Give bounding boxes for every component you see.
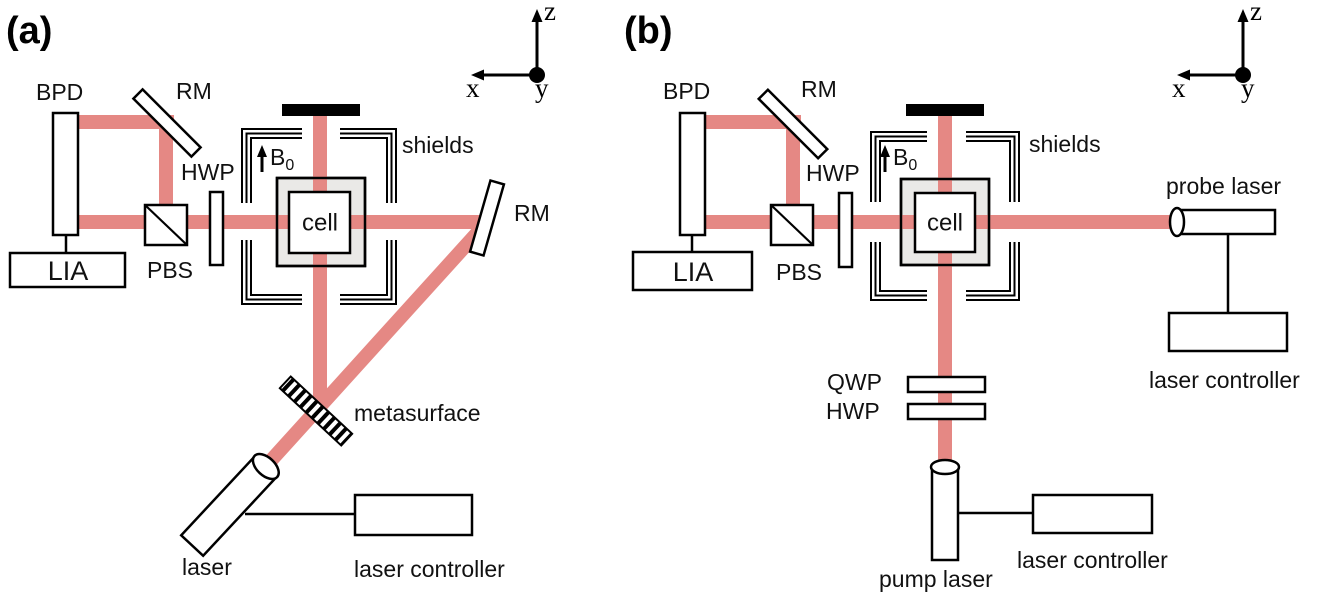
beam-dump-b [906, 104, 984, 116]
y-axis-dot-a [529, 67, 545, 83]
laser-label-a: laser [182, 554, 232, 580]
beam-probe-a [78, 215, 486, 229]
hwp-plate-b [837, 191, 854, 269]
lia-label-a: LIA [47, 255, 89, 286]
probe-laser-tube-b [1168, 206, 1277, 238]
shield-corner-br-a [340, 240, 397, 305]
pbs-b [769, 203, 815, 247]
cell-outer-border-b [899, 177, 991, 267]
z-axis-arrowhead-a [531, 9, 543, 22]
y-axis-label-a: y [535, 73, 549, 103]
rm-right-mirror-a [468, 178, 506, 258]
laser-aperture-a [251, 452, 280, 481]
laser-controller-box-right-b [1167, 311, 1289, 353]
laser-controller-label-a: laser controller [354, 556, 505, 582]
rm-top-mirror-a [131, 87, 203, 159]
laser-controller-bottom-label-b: laser controller [1017, 547, 1168, 573]
x-axis-arrowhead-b [1177, 69, 1190, 81]
z-axis-label-a: z [544, 0, 556, 26]
pbs-label-b: PBS [776, 259, 823, 285]
qwp-plate-b [906, 375, 987, 394]
bpd-box-b [678, 111, 707, 237]
rm-top-mirror-b [756, 87, 830, 161]
shield-corner-bl-a [241, 240, 302, 305]
laser-controller-box-bottom-b [1031, 493, 1154, 535]
shield-corner-tr-b [966, 131, 1020, 202]
shield-corner-bl-b [870, 242, 927, 301]
bpd-box-a [51, 111, 80, 237]
shield-corner-br-b [966, 242, 1020, 301]
cell-inner-a [287, 190, 352, 255]
laser-tube-a [179, 452, 280, 558]
lia-box-a [8, 251, 127, 289]
y-axis-dot-b [1235, 67, 1251, 83]
b-field-arrow-a [257, 145, 267, 172]
hwp2-label-b: HWP [826, 398, 880, 424]
pbs-diagonal-a [144, 204, 188, 246]
hwp-plate-a [208, 190, 225, 267]
beam-laser-to-rm-a [260, 216, 494, 471]
coord-axes-b [1177, 9, 1251, 83]
x-axis-label-a: x [466, 73, 480, 103]
probe-laser-label-b: probe laser [1166, 173, 1282, 199]
shields-b [870, 131, 1020, 301]
hwp2-plate-b [906, 402, 987, 421]
rm-right-label-a: RM [514, 200, 550, 226]
pbs-a [143, 203, 189, 247]
b-field-arrowhead-b [880, 145, 890, 157]
bpd-label-b: BPD [663, 78, 711, 104]
x-axis-arrowhead-a [471, 69, 484, 81]
cell-outer-border-a [275, 176, 367, 268]
beam-rm-to-pbs-a [159, 118, 173, 210]
coord-axes-a [471, 9, 545, 83]
cell-label-b: cell [926, 209, 964, 237]
panel-b-label: (b) [624, 10, 673, 52]
laser-controller-box-a [353, 493, 474, 537]
y-axis-label-b: y [1241, 73, 1255, 103]
shield-corner-tl-a [241, 128, 302, 203]
panel-a-label: (a) [6, 10, 53, 52]
shields-label-b: shields [1029, 131, 1101, 157]
pbs-diagonal-b [770, 204, 814, 246]
b-field-label-a: B0 [270, 144, 295, 174]
lia-label-b: LIA [672, 256, 714, 287]
hwp-label-b: HWP [806, 160, 860, 186]
cell-inner-b [913, 191, 977, 254]
qwp-label-b: QWP [827, 369, 882, 395]
b-field-label-b: B0 [893, 144, 918, 174]
probe-laser-aperture-b [1168, 206, 1186, 238]
rm-top-label-b: RM [801, 76, 837, 102]
pump-laser-tube-b [929, 458, 961, 562]
b-field-arrowhead-a [257, 145, 267, 157]
pbs-label-a: PBS [147, 257, 194, 283]
beam-dump-a [282, 104, 360, 116]
hwp-label-a: HWP [181, 159, 235, 185]
metasurface-element-a [278, 375, 354, 447]
shields-a [241, 128, 397, 305]
beam-pump-a [313, 106, 327, 412]
z-axis-arrowhead-b [1237, 9, 1249, 22]
shield-corner-tr-a [340, 128, 397, 203]
shield-corner-tl-b [870, 131, 927, 202]
x-axis-label-b: x [1172, 73, 1186, 103]
metasurface-label-a: metasurface [354, 400, 481, 426]
beam-bpd-to-rm-a [78, 115, 174, 129]
beam-rm-to-pbs-b [786, 118, 800, 210]
shields-label-a: shields [402, 132, 474, 158]
b-field-arrow-b [880, 145, 890, 172]
z-axis-label-b: z [1250, 0, 1262, 26]
rm-top-label-a: RM [176, 78, 212, 104]
pump-laser-label-b: pump laser [879, 566, 993, 592]
pump-laser-aperture-b [929, 458, 961, 476]
laser-controller-right-label-b: laser controller [1149, 367, 1300, 393]
lia-box-b [631, 250, 754, 292]
cell-label-a: cell [301, 209, 339, 237]
bpd-label-a: BPD [36, 79, 84, 105]
